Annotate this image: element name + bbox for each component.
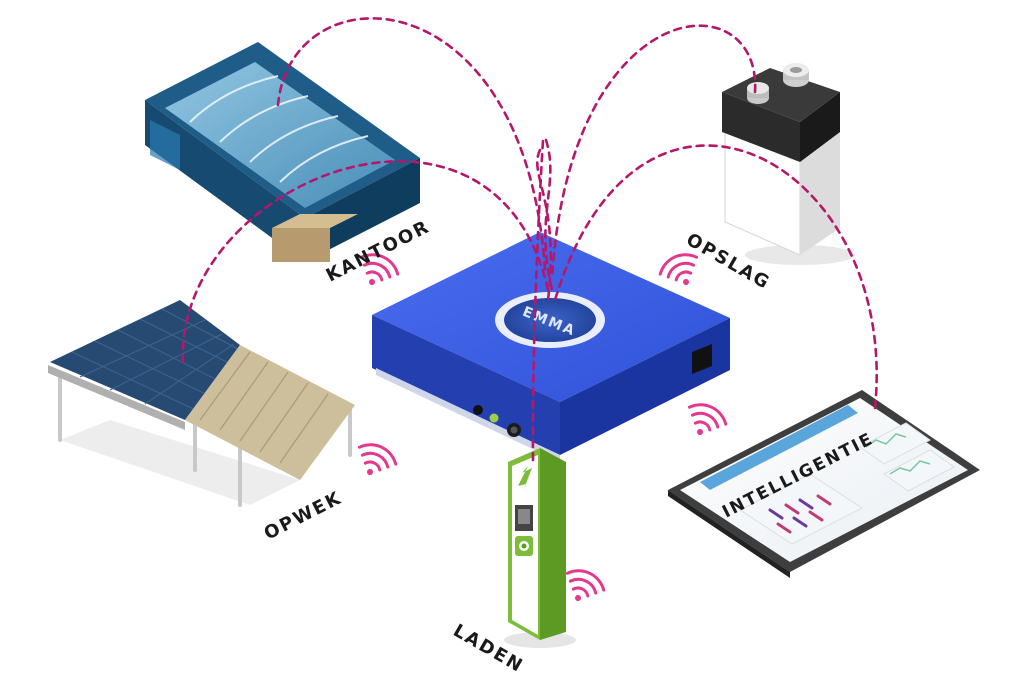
connection-lines [181, 17, 878, 462]
tablet: INTELLIGENTIE [668, 390, 980, 578]
wifi-icon [565, 569, 606, 601]
wifi-icon [658, 253, 699, 285]
ev-charger [504, 448, 576, 648]
battery [722, 63, 855, 265]
wifi-icon [687, 403, 728, 435]
office-building [145, 42, 420, 262]
charging-label: LADEN [450, 620, 528, 674]
connection-charger [531, 138, 545, 462]
wifi-icon [359, 253, 400, 285]
connection-tablet [553, 144, 878, 410]
emma-hub: EMMA [372, 232, 730, 462]
wifi-icon [357, 443, 398, 475]
connection-battery [550, 24, 757, 280]
lightning-bolt-icon [518, 466, 532, 494]
solar-carport [48, 300, 355, 507]
generation-label: OPWEK [261, 487, 346, 544]
connection-office [276, 17, 547, 272]
